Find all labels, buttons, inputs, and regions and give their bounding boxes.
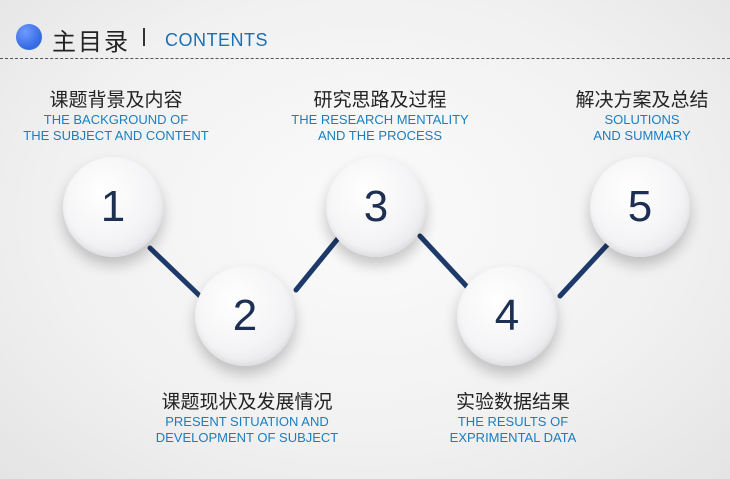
item-label-4: 实验数据结果 THE RESULTS OF EXPRIMENTAL DATA (383, 390, 643, 446)
step-number-5: 5 (627, 182, 653, 231)
item-title-cn-4: 实验数据结果 (455, 391, 570, 413)
connector-2-3 (293, 233, 343, 293)
header-divider (0, 58, 730, 59)
connector-3-4 (417, 233, 473, 293)
connector-1-2 (147, 245, 205, 301)
header: 主目录 CONTENTS (0, 0, 730, 60)
step-circle-3: 3 (326, 157, 426, 257)
bullet-dot-icon (16, 24, 42, 50)
connector-4-5 (557, 241, 611, 299)
item-title-cn-5: 解决方案及总结 (575, 89, 709, 111)
step-circle-2: 2 (195, 266, 295, 366)
step-circle-4: 4 (457, 266, 557, 366)
step-number-3: 3 (363, 182, 389, 231)
step-number-4: 4 (494, 291, 520, 340)
step-number-2: 2 (232, 291, 258, 340)
title-separator (143, 28, 145, 46)
item-label-1: 课题背景及内容 THE BACKGROUND OF THE SUBJECT AN… (0, 88, 246, 144)
item-title-en-4: THE RESULTS OF EXPRIMENTAL DATA (449, 414, 577, 445)
item-title-cn-1: 课题背景及内容 (49, 89, 183, 111)
item-title-cn-3: 研究思路及过程 (313, 89, 447, 111)
item-title-en-3: THE RESEARCH MENTALITY AND THE PROCESS (291, 112, 469, 143)
step-circle-1: 1 (63, 157, 163, 257)
item-title-en-1: THE BACKGROUND OF THE SUBJECT AND CONTEN… (23, 112, 209, 143)
item-label-5: 解决方案及总结 SOLUTIONS AND SUMMARY (512, 88, 730, 144)
step-number-1: 1 (100, 182, 126, 231)
item-title-cn-2: 课题现状及发展情况 (161, 391, 333, 413)
page-title-cn: 主目录 (52, 28, 130, 56)
item-title-en-5: SOLUTIONS AND SUMMARY (593, 112, 691, 143)
item-title-en-2: PRESENT SITUATION AND DEVELOPMENT OF SUB… (155, 414, 339, 445)
step-circle-5: 5 (590, 157, 690, 257)
item-label-2: 课题现状及发展情况 PRESENT SITUATION AND DEVELOPM… (117, 390, 377, 446)
item-label-3: 研究思路及过程 THE RESEARCH MENTALITY AND THE P… (250, 88, 510, 144)
page-title-en: CONTENTS (165, 30, 268, 50)
